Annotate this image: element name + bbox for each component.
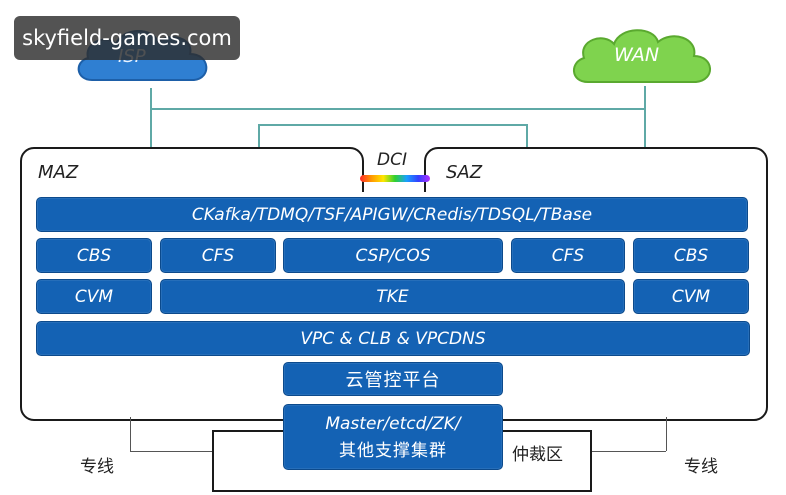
watermark: skyfield-games.com bbox=[14, 16, 240, 60]
isp-connector-top bbox=[150, 108, 644, 110]
network-block: VPC & CLB & VPCDNS bbox=[36, 321, 750, 356]
dci-link-bar bbox=[360, 175, 430, 182]
wan-label: WAN bbox=[614, 44, 660, 66]
cvm-block-left: CVM bbox=[36, 279, 152, 314]
cfs-block-left: CFS bbox=[160, 238, 276, 273]
wan-connector-right bbox=[526, 124, 528, 148]
middleware-block: CKafka/TDMQ/TSF/APIGW/CRedis/TDSQL/TBase bbox=[36, 197, 748, 232]
master-cluster-block: Master/etcd/ZK/ 其他支撑集群 bbox=[283, 404, 503, 470]
maz-label: MAZ bbox=[38, 162, 79, 183]
wan-cloud-icon bbox=[573, 29, 711, 83]
cvm-block-right: CVM bbox=[633, 279, 749, 314]
cfs-block-right: CFS bbox=[511, 238, 625, 273]
left-line-vertical bbox=[130, 417, 131, 451]
dci-label: DCI bbox=[377, 150, 407, 170]
wan-connector-left bbox=[258, 124, 260, 148]
isp-connector-right bbox=[644, 86, 646, 148]
cbs-block-left: CBS bbox=[36, 238, 152, 273]
cbs-block-right: CBS bbox=[633, 238, 749, 273]
master-cluster-line2: 其他支撑集群 bbox=[339, 440, 447, 461]
control-plane-block: 云管控平台 bbox=[283, 362, 503, 396]
isp-connector-left bbox=[150, 88, 152, 148]
right-line-label: 专线 bbox=[684, 457, 718, 477]
wan-connector-top bbox=[258, 124, 526, 126]
left-line-horizontal bbox=[130, 451, 214, 452]
left-line-label: 专线 bbox=[80, 457, 114, 477]
right-line-vertical bbox=[666, 417, 667, 451]
tke-block: TKE bbox=[160, 279, 625, 314]
right-line-horizontal bbox=[586, 451, 666, 452]
saz-label: SAZ bbox=[446, 162, 483, 183]
master-cluster-line1: Master/etcd/ZK/ bbox=[325, 413, 461, 434]
csp-cos-block: CSP/COS bbox=[283, 238, 503, 273]
arbitration-label: 仲裁区 bbox=[512, 445, 563, 465]
